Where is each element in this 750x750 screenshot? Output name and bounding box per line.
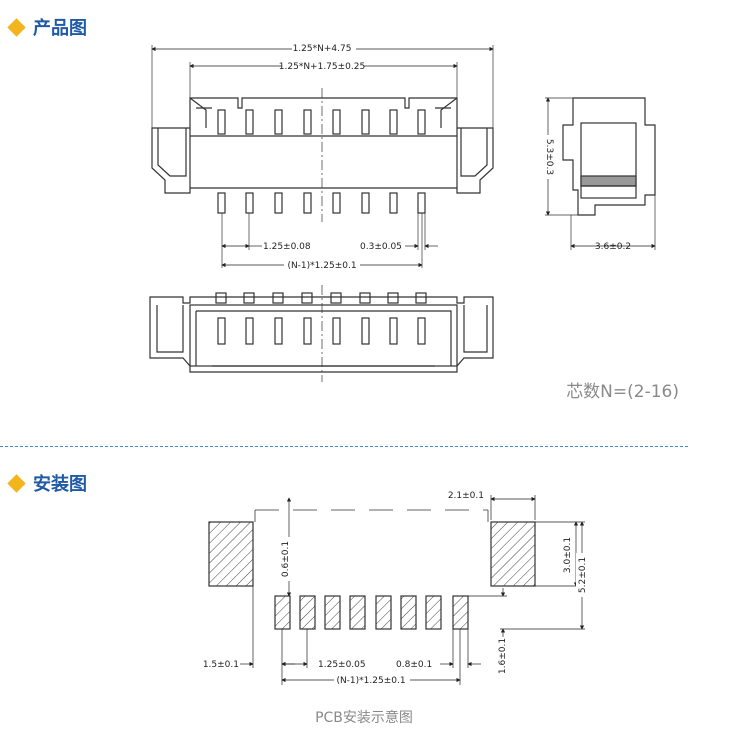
dim-total-height: 5.2±0.1 — [578, 557, 588, 593]
product-section-heading: 产品图 — [6, 14, 87, 40]
front-view-dimensions — [151, 46, 494, 268]
top-view-pins — [215, 292, 427, 345]
pcb-caption: PCB安装示意图 — [315, 709, 413, 726]
pcb-footprint — [208, 509, 536, 630]
pin-count-note: 芯数N=(2-16) — [566, 382, 679, 402]
dim-total-width: 1.25*N+4.75 — [293, 44, 352, 54]
top-view — [149, 285, 494, 382]
dim-pad-width: 0.8±0.1 — [396, 660, 432, 670]
dim-depth: 3.6±0.2 — [595, 242, 631, 252]
dim-pad-gap: 0.6±0.1 — [281, 541, 291, 577]
front-pins — [217, 109, 426, 214]
dim-pin-width: 0.3±0.05 — [360, 242, 402, 252]
dim-pad-span: (N-1)*1.25±0.1 — [336, 676, 405, 686]
side-pad-left — [208, 521, 254, 587]
front-view — [151, 45, 494, 268]
section-divider — [0, 446, 688, 447]
side-view — [545, 97, 656, 250]
dim-inner-width: 1.25*N+1.75±0.25 — [279, 62, 365, 72]
dim-side-pad-width: 2.1±0.1 — [448, 491, 484, 501]
dim-side-pad-height: 3.0±0.1 — [563, 537, 573, 573]
side-view-dimensions — [545, 97, 656, 249]
dim-height: 5.3±0.3 — [544, 139, 554, 175]
side-pad-right — [490, 521, 536, 587]
dim-pcb-pitch: 1.25±0.05 — [318, 660, 366, 670]
install-section-title: 安装图 — [33, 474, 87, 495]
product-section-title: 产品图 — [33, 18, 87, 39]
dim-pin-span: (N-1)*1.25±0.1 — [287, 261, 356, 271]
dim-pad-height: 1.6±0.1 — [498, 638, 508, 674]
dim-edge-offset: 1.5±0.1 — [203, 660, 239, 670]
dim-pitch: 1.25±0.08 — [263, 242, 311, 252]
signal-pads — [274, 595, 469, 630]
install-section-heading: 安装图 — [6, 470, 87, 496]
